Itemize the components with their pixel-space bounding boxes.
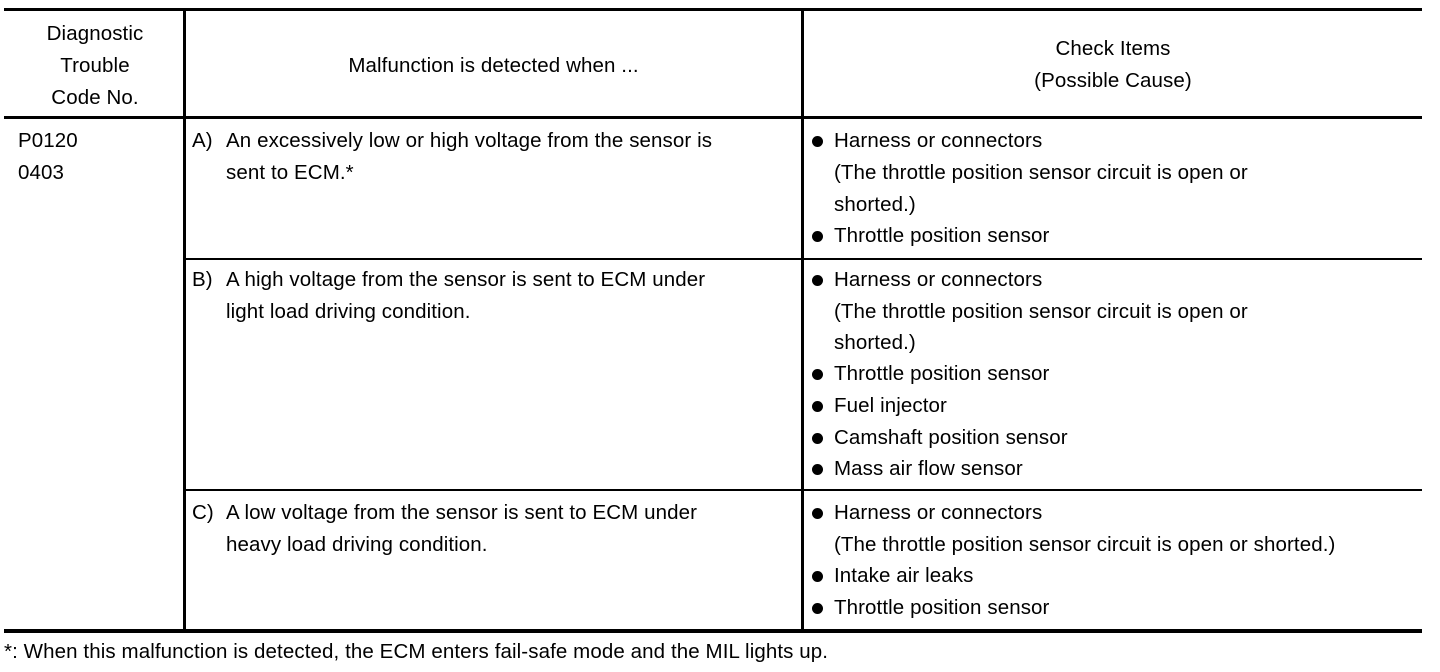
- row-b-item-1-detail-1: (The throttle position sensor circuit is…: [834, 300, 1248, 323]
- col-divider-1: [183, 8, 186, 632]
- row-b-label: B): [192, 268, 213, 291]
- row-c-item-1-detail-1: (The throttle position sensor circuit is…: [834, 533, 1336, 556]
- row-b-item-5: Mass air flow sensor: [834, 457, 1023, 480]
- footnote: *: When this malfunction is detected, th…: [4, 640, 829, 663]
- row-b-item-1: Harness or connectors: [834, 268, 1043, 291]
- bullet-icon: [812, 136, 823, 147]
- code-secondary: 0403: [18, 161, 65, 184]
- bullet-icon: [812, 508, 823, 519]
- row-b-item-1-detail-2: shorted.): [834, 331, 916, 354]
- row-b-malfunction-line-2: light load driving condition.: [226, 300, 471, 323]
- row-a-malfunction-line-2: sent to ECM.*: [226, 161, 354, 184]
- bullet-icon: [812, 275, 823, 286]
- bullet-icon: [812, 231, 823, 242]
- header-code-col: Diagnostic Trouble Code No.: [10, 18, 180, 114]
- row-b-item-3: Fuel injector: [834, 394, 947, 417]
- row-a-malfunction-line-1: An excessively low or high voltage from …: [226, 129, 713, 152]
- header-code-line-2: Trouble: [60, 54, 130, 77]
- bullet-icon: [812, 369, 823, 380]
- table-top-rule: [4, 8, 1422, 11]
- row-a-label: A): [192, 129, 213, 152]
- code-primary: P0120: [18, 129, 78, 152]
- header-code-line-1: Diagnostic: [46, 22, 144, 45]
- bullet-icon: [812, 401, 823, 412]
- header-code-line-3: Code No.: [51, 86, 139, 109]
- row-c-item-3: Throttle position sensor: [834, 596, 1050, 619]
- table-bottom-rule: [4, 629, 1422, 633]
- header-bottom-rule: [4, 116, 1422, 119]
- row-a-item-1-detail-1: (The throttle position sensor circuit is…: [834, 161, 1248, 184]
- bullet-icon: [812, 603, 823, 614]
- row-c-label: C): [192, 501, 214, 524]
- row-a-item-2: Throttle position sensor: [834, 224, 1050, 247]
- bullet-icon: [812, 433, 823, 444]
- row-c-item-2: Intake air leaks: [834, 564, 974, 587]
- bullet-icon: [812, 464, 823, 475]
- row-b-malfunction-line-1: A high voltage from the sensor is sent t…: [226, 268, 706, 291]
- header-check-col: Check Items (Possible Cause): [804, 33, 1422, 97]
- row-b-item-4: Camshaft position sensor: [834, 426, 1068, 449]
- col-divider-2: [801, 8, 804, 632]
- header-check-line-1: Check Items: [1055, 37, 1171, 60]
- row-c-item-1: Harness or connectors: [834, 501, 1043, 524]
- row-a-item-1-detail-2: shorted.): [834, 193, 916, 216]
- row-a-item-1: Harness or connectors: [834, 129, 1043, 152]
- row-b-item-2: Throttle position sensor: [834, 362, 1050, 385]
- row-c-malfunction-line-1: A low voltage from the sensor is sent to…: [226, 501, 698, 524]
- bullet-icon: [812, 571, 823, 582]
- header-malfunction-col: Malfunction is detected when ...: [348, 54, 639, 77]
- row-c-malfunction-line-2: heavy load driving condition.: [226, 533, 488, 556]
- header-check-line-2: (Possible Cause): [1034, 69, 1192, 92]
